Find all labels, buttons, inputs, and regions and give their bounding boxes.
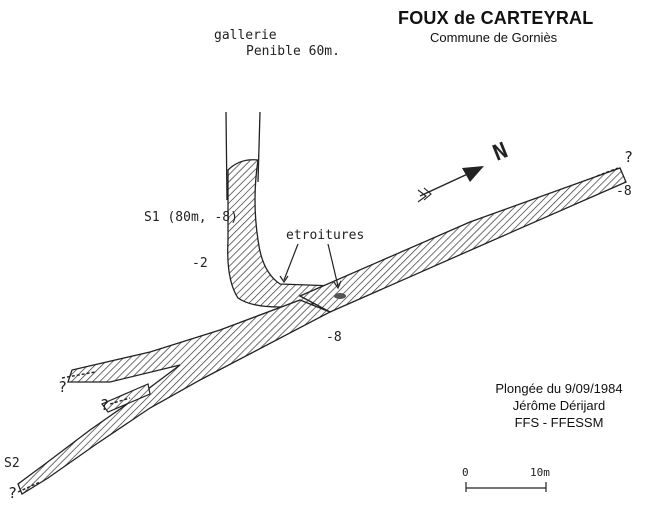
narrowing-arrow-2 — [327, 243, 339, 287]
page-subtitle: Commune de Gorniès — [430, 30, 558, 45]
gallery-label-line1: gallerie — [214, 28, 277, 43]
credits-dive-date: Plongée du 9/09/1984 — [495, 381, 623, 396]
depth-minus8-right-label: -8 — [616, 184, 632, 199]
credits-block: Plongée du 9/09/1984 Jérôme Dérijard FFS… — [484, 380, 634, 431]
narrowing-arrow-1-head — [279, 275, 289, 284]
left-mid-unexplored-dashes — [109, 397, 131, 405]
narrowings-label: etroitures — [286, 228, 365, 243]
sump1-conduit — [227, 159, 347, 308]
middle-branch — [101, 383, 151, 413]
scale-start-label: 0 — [462, 466, 469, 479]
bottom-unexplored-dashes — [17, 481, 41, 493]
unknown-right-label: ? — [624, 148, 634, 166]
page-title: FOUX de CARTEYRAL — [398, 8, 594, 28]
depth-minus2-label: -2 — [192, 256, 208, 271]
unknown-left-top-label: ? — [58, 378, 68, 396]
north-arrow-fletching — [417, 187, 432, 203]
upper-gallery-left-wall — [225, 111, 228, 201]
gallery-label-line2: Penible 60m. — [246, 44, 340, 59]
narrowing-mark — [334, 293, 346, 299]
sump1-label: S1 (80m, -8) — [144, 210, 238, 225]
narrowing-arrow-2-head — [333, 280, 342, 290]
unknown-bottom-label: ? — [8, 484, 18, 502]
narrowing-arrow-1 — [283, 243, 299, 281]
sump2-label: S2 — [4, 456, 20, 471]
north-arrow-head — [462, 166, 484, 182]
north-arrow-shaft — [419, 171, 473, 197]
depth-minus8-center-label: -8 — [326, 330, 342, 345]
scale-end-label: 10m — [530, 466, 550, 479]
unknown-left-mid-label: ? — [100, 396, 110, 414]
lower-left-conduit — [17, 299, 332, 495]
upper-gallery-right-wall — [257, 111, 261, 183]
right-unexplored-dashes — [596, 167, 619, 177]
credits-author: Jérôme Dérijard — [512, 398, 606, 413]
credits-federations: FFS - FFESSM — [514, 415, 604, 430]
left-top-unexplored-dashes — [61, 371, 96, 379]
